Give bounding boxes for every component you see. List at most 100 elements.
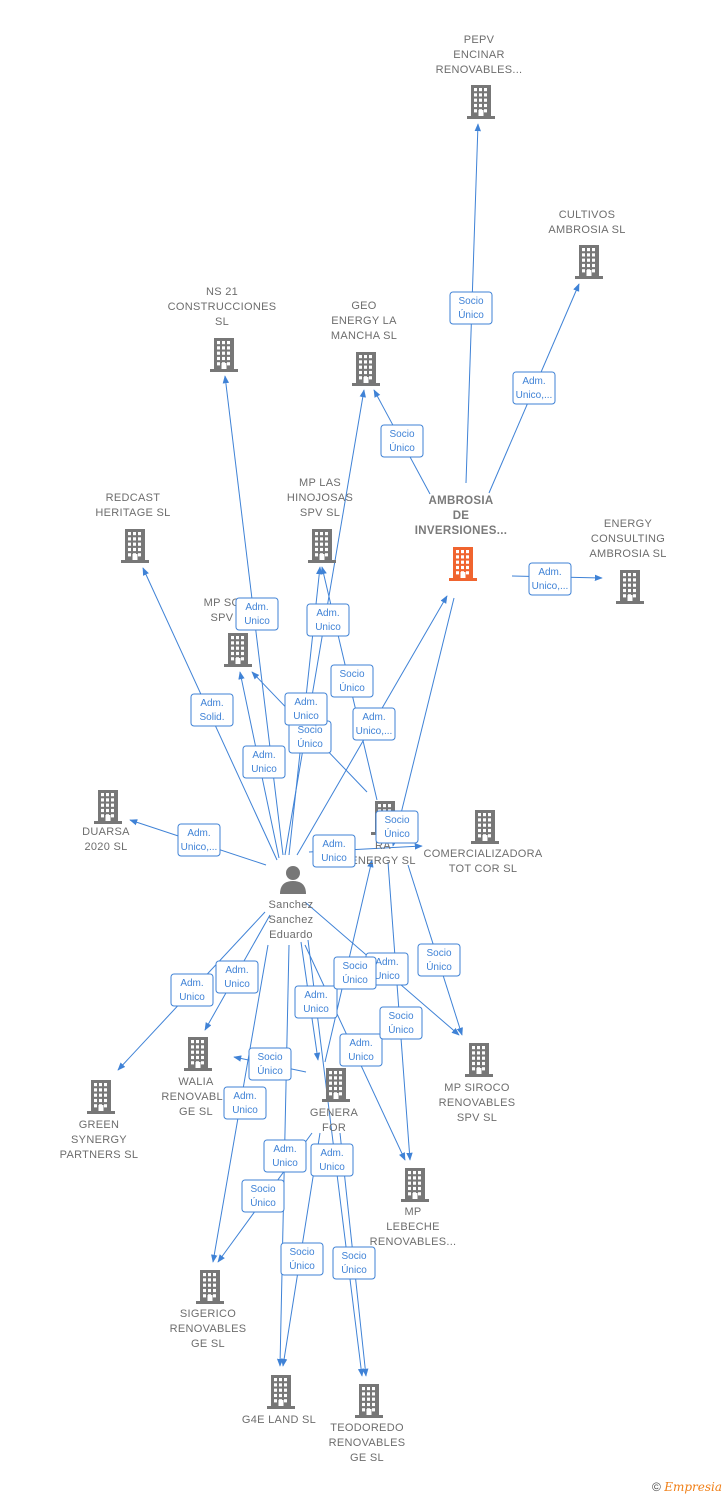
edge-label-text: Unico (315, 622, 341, 633)
company-node-pepv[interactable]: PEPVENCINARRENOVABLES... (436, 34, 523, 119)
edge-label-text: Unico,... (181, 842, 218, 853)
edge-label-text: Adm. (245, 602, 268, 613)
company-name: SPV SL (300, 507, 340, 519)
company-name: RENOVABLES (170, 1323, 247, 1335)
edge-label-ambrosia-cultivos[interactable]: Adm.Unico,... (512, 371, 556, 405)
edge-label-text: Socio (297, 725, 322, 736)
company-name: ... (329, 1137, 339, 1149)
edge-label-p-g4e[interactable]: Adm.Unico (263, 1139, 307, 1173)
company-node-genera[interactable]: GENERAFOR... (310, 1068, 359, 1149)
building-icon (616, 570, 644, 604)
company-name: HINOJOSAS (287, 492, 353, 504)
edge-label-p-ns21[interactable]: Adm.Unico (235, 597, 279, 631)
edge-label-p-teodoredo[interactable]: Adm.Unico (310, 1143, 354, 1177)
edge-label-text: Socio (341, 1251, 366, 1262)
edge-label-p-redcast[interactable]: Adm.Solid. (190, 693, 234, 727)
company-name: PARTNERS SL (60, 1149, 139, 1161)
person-name: Sanchez (269, 914, 314, 926)
edge-label-text: Socio (384, 815, 409, 826)
edge-label-text: Adm. (294, 697, 317, 708)
building-icon (196, 1270, 224, 1304)
edge-label-p-lebeche[interactable]: Adm.Unico (339, 1033, 383, 1067)
company-node-lebeche[interactable]: MPLEBECHERENOVABLES... (370, 1168, 457, 1248)
company-node-ambrosia[interactable]: AMBROSIADEINVERSIONES... (415, 495, 507, 581)
edge-label-text: Adm. (322, 839, 345, 850)
edge-label-text: Unico,... (356, 726, 393, 737)
building-icon (322, 1068, 350, 1102)
edge-label-text: Único (388, 1023, 414, 1036)
edge-label-p-genera[interactable]: Adm.Unico (294, 985, 338, 1019)
company-node-g4e[interactable]: G4E LAND SL (242, 1375, 316, 1426)
edge-label-ra-mpso[interactable]: Adm.Unico (284, 692, 328, 726)
company-name: MP SIROCO (444, 1082, 510, 1094)
edge-label-text: Adm. (320, 1148, 343, 1159)
company-name: DE (453, 510, 470, 522)
building-icon (449, 547, 477, 581)
edge-label-p-ambrosia[interactable]: Adm.Unico,... (352, 707, 396, 741)
company-name: HERITAGE SL (95, 507, 170, 519)
edge-label-text: Socio (339, 669, 364, 680)
edge-label-ambrosia-energyc[interactable]: Adm.Unico,... (528, 562, 572, 596)
edge-label-p-ra[interactable]: Adm.Unico (312, 834, 356, 868)
edge-label-text: Único (339, 681, 365, 694)
brand-logo[interactable]: Empresia (664, 1480, 722, 1494)
edge-label-text: Único (297, 737, 323, 750)
edge-label-text: Adm. (180, 978, 203, 989)
edge-label-p-green[interactable]: Adm.Unico (170, 973, 214, 1007)
building-icon (267, 1375, 295, 1409)
company-name: 2020 SL (84, 841, 127, 853)
edge-label-p-geo[interactable]: Adm.Unico (306, 603, 350, 637)
edge-label-p-walia[interactable]: Adm.Unico (215, 960, 259, 994)
company-name: CULTIVOS (559, 209, 616, 221)
edge-label-p-duarsa[interactable]: Adm.Unico,... (177, 823, 221, 857)
edge-label-text: Socio (250, 1184, 275, 1195)
company-name: DUARSA (82, 826, 130, 838)
company-name: G4E LAND SL (242, 1414, 316, 1426)
edge-label-text: Socio (426, 948, 451, 959)
person-name: Sanchez (269, 899, 314, 911)
edge-label-text: Unico (303, 1004, 329, 1015)
company-name: SYNERGY (71, 1134, 127, 1146)
edge-label-text: Único (458, 308, 484, 321)
edge-label-p-mpso[interactable]: Adm.Unico (242, 745, 286, 779)
edge-label-text: Solid. (199, 712, 224, 723)
edge-label-text: Adm. (522, 376, 545, 387)
company-name: RENOVABLES... (436, 64, 523, 76)
company-name: TEODOREDO (330, 1422, 404, 1434)
edge-label-p-sigerico[interactable]: Adm.Unico (223, 1086, 267, 1120)
company-name: GE SL (191, 1338, 225, 1350)
company-name: AMBROSIA SL (589, 548, 666, 560)
company-name: SPV (211, 612, 234, 624)
company-node-duarsa[interactable]: DUARSA 2020 SL (82, 790, 130, 853)
edge-labels-layer: SocioÚnicoAdm.Unico,...SocioÚnicoAdm.Uni… (170, 291, 572, 1280)
edge-label-text: Socio (389, 429, 414, 440)
edge-label-text: Adm. (233, 1091, 256, 1102)
edge-label-text: Único (342, 973, 368, 986)
